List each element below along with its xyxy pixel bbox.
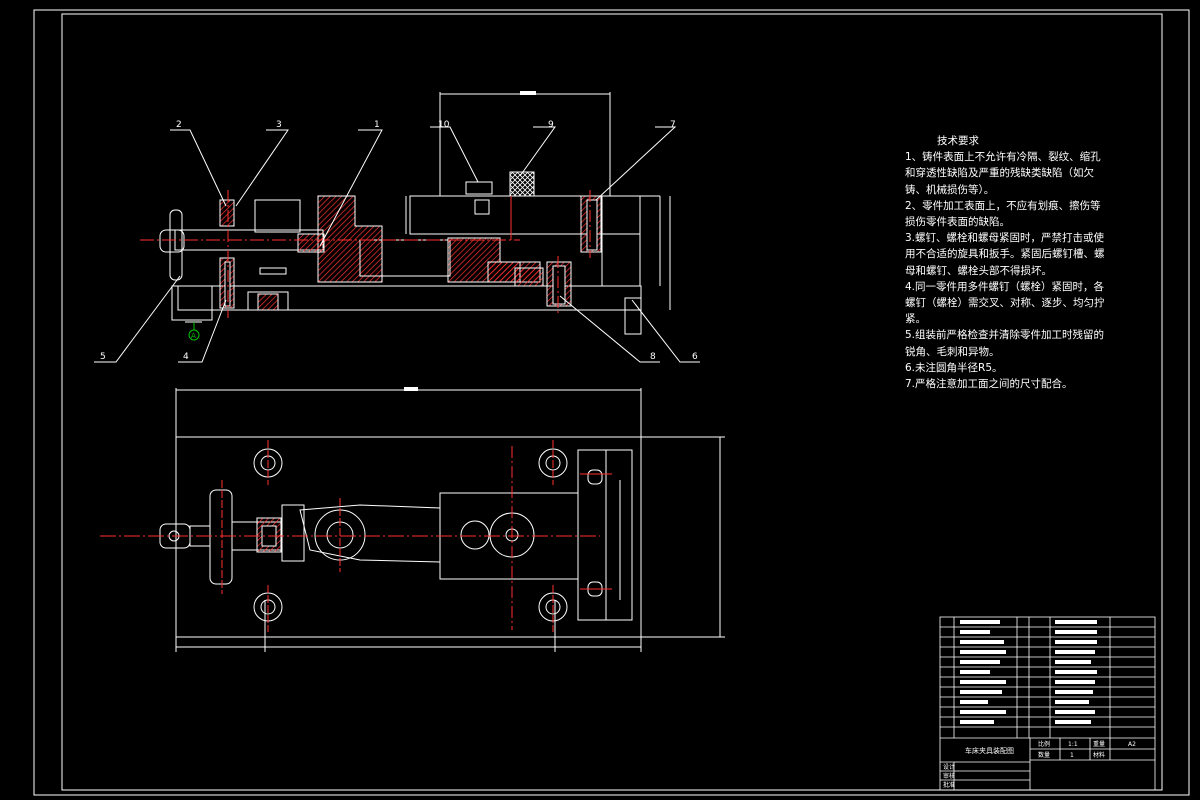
tech-req-line: 母和螺钉、螺栓头部不得损坏。: [905, 264, 1052, 277]
svg-text:A: A: [191, 332, 196, 340]
balloon-8: 8: [650, 352, 656, 362]
bill-of-materials: [939, 616, 1156, 791]
technical-requirements: 技术要求 1、铸件表面上不允许有冷隔、裂纹、缩孔 和穿透性缺陷及严重的残缺类缺陷…: [905, 133, 1195, 392]
datum-symbol: A: [185, 321, 202, 341]
tech-req-line: 锐角、毛刺和异物。: [905, 345, 1000, 358]
balloon-5: 5: [100, 352, 106, 362]
title-block-text: 车床夹具装配图 比例 1:1 重量 A2 数量 1 材料 设计 审核 批准: [943, 740, 1136, 789]
tech-req-line: 1、铸件表面上不允许有冷隔、裂纹、缩孔: [905, 151, 1101, 164]
tech-req-line: 6.未注圆角半径R5。: [905, 361, 1003, 374]
tech-req-line: 紧。: [905, 313, 926, 326]
approver-label: 批准: [943, 781, 955, 789]
quantity-label: 数量: [1038, 751, 1050, 759]
bom-placeholder-text: [960, 620, 1097, 724]
balloon-3: 3: [276, 120, 282, 130]
balloon-1: 1: [374, 120, 380, 130]
top-view: [100, 387, 725, 652]
tech-req-title: 技术要求: [937, 135, 979, 147]
leader-lines: [94, 126, 700, 363]
scale-value: 1:1: [1068, 741, 1078, 748]
balloon-4: 4: [183, 352, 189, 362]
balloon-numbers: 1 2 3 4 5 6 7 8 9 10: [100, 120, 698, 362]
checker-label: 审核: [943, 772, 955, 780]
designer-label: 设计: [943, 763, 955, 771]
tech-req-line: 和穿透性缺陷及严重的残缺类缺陷（如欠: [905, 167, 1094, 180]
tech-req-line: 4.同一零件用多件螺钉（螺栓）紧固时，各: [905, 280, 1105, 293]
weight-label: 重量: [1093, 740, 1105, 748]
outer-border: [33, 9, 1190, 796]
scale-label: 比例: [1038, 740, 1050, 748]
tech-req-line: 3.螺钉、螺栓和螺母紧固时，严禁打击或使: [905, 232, 1105, 245]
tech-req-line: 螺钉（螺栓）需交叉、对称、逐步、均匀拧: [905, 297, 1105, 310]
material-label: 材料: [1093, 751, 1105, 759]
front-view: [140, 91, 671, 335]
tech-req-line: 2、零件加工表面上，不应有划痕、擦伤等: [905, 199, 1101, 212]
balloon-2: 2: [176, 120, 182, 130]
tech-req-line: 用不合适的旋具和扳手。紧固后螺钉槽、螺: [905, 248, 1105, 261]
inner-border: [61, 13, 1163, 791]
drawing-name: 车床夹具装配图: [965, 746, 1014, 755]
drawing-number: A2: [1128, 741, 1136, 748]
tech-req-line: 5.组装前严格检查并清除零件加工时残留的: [905, 329, 1105, 342]
quantity-value: 1: [1070, 752, 1074, 759]
balloon-10: 10: [438, 120, 450, 130]
tech-req-line: 7.严格注意加工面之间的尺寸配合。: [905, 378, 1073, 391]
tech-req-line: 铸、机械损伤等）。: [905, 183, 995, 196]
balloon-6: 6: [692, 352, 698, 362]
balloon-7: 7: [670, 120, 676, 130]
balloon-9: 9: [548, 120, 554, 130]
tech-req-line: 损伤零件表面的缺陷。: [905, 216, 1010, 229]
